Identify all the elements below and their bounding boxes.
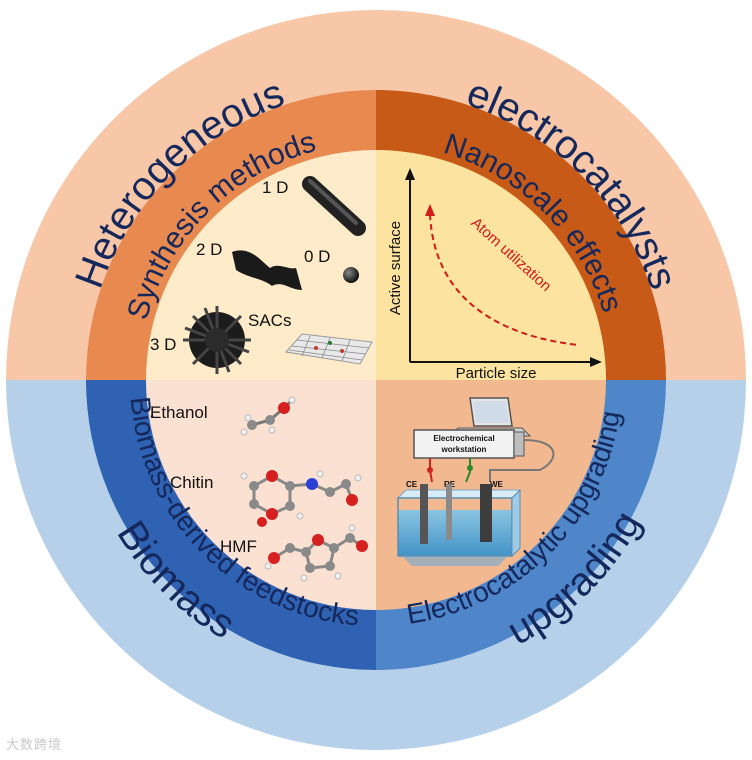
core-nanoscale [376, 150, 606, 380]
workstation-label-line1: Electrochemical [433, 434, 494, 443]
watermark: 大数跨境 [6, 738, 63, 753]
feedstock-chitin-label: Chitin [170, 473, 213, 492]
label-1d: 1 D [262, 178, 288, 197]
label-sacs: SACs [248, 311, 291, 330]
curve-arrowhead [425, 204, 435, 216]
ethanol-molecule-icon [240, 396, 296, 436]
chitin-molecule-icon [240, 470, 362, 527]
feedstocks-panel: Ethanol Chitin [150, 396, 368, 582]
hmf-molecule-icon [264, 524, 368, 582]
x-axis-arrow [590, 357, 602, 367]
label-3d: 3 D [150, 335, 176, 354]
nanosheet-2d-icon [232, 250, 302, 290]
synthesis-panel: 1 D 2 D 0 D 3 D SACs [150, 176, 373, 374]
electrochem-panel: Electrochemical workstation CE RE WE [396, 397, 555, 566]
atom-utilization-curve [429, 213, 579, 346]
workstation-label-line2: workstation [441, 445, 487, 454]
label-2d: 2 D [196, 240, 222, 259]
y-axis-arrow [405, 168, 415, 180]
x-axis-label: Particle size [456, 365, 537, 382]
label-0d: 0 D [304, 247, 330, 266]
core-feedstocks [146, 380, 376, 610]
nanorod-1d-icon [302, 176, 366, 236]
electrolysis-cell-icon [396, 484, 522, 566]
single-atom-sheet-icon [285, 333, 373, 365]
nanoparticle-0d-icon [343, 267, 359, 283]
feedstock-hmf-label: HMF [220, 537, 257, 556]
feedstock-ethanol-label: Ethanol [150, 403, 208, 422]
electrode-label-ce: CE [406, 480, 418, 489]
electrode-label-we: WE [490, 480, 504, 489]
nanoflower-3d-icon [183, 306, 251, 374]
y-axis-label: Active surface [387, 221, 404, 315]
workstation-box: Electrochemical workstation [413, 429, 525, 459]
cable-wires [427, 439, 555, 483]
